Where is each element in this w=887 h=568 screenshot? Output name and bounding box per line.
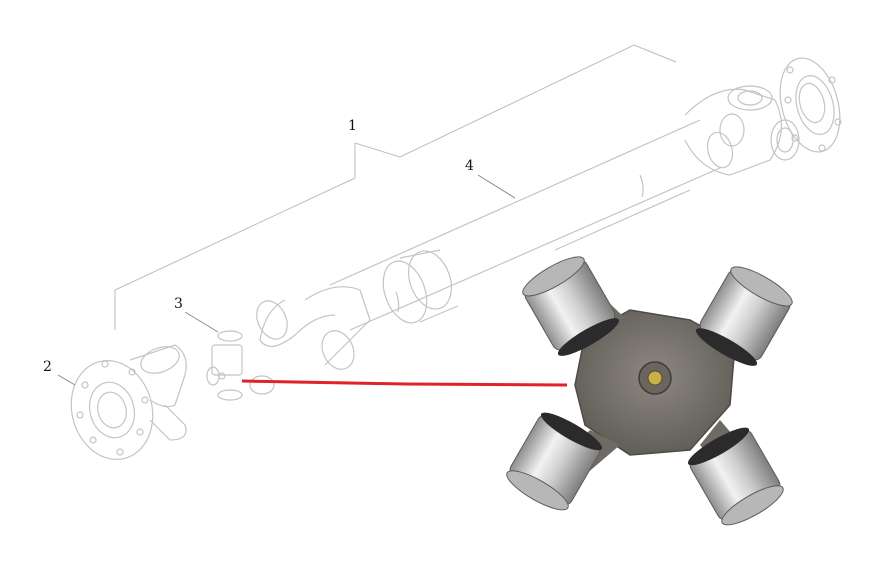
callout-label-3: 3 [174, 296, 183, 312]
highlight-connector-line [241, 379, 568, 387]
callout-label-2: 2 [43, 359, 52, 375]
bearing-cap-top-right [695, 266, 793, 366]
leader-line-4 [477, 174, 516, 199]
assembly-bracket [114, 44, 677, 330]
bearing-cap-bottom-left [506, 412, 603, 511]
callout-label-1: 1 [348, 118, 357, 134]
leader-line-3 [184, 311, 219, 333]
universal-joint-cross-photo [506, 256, 793, 526]
leader-lines [57, 174, 516, 386]
leader-line-2 [57, 374, 76, 386]
bearing-cap-bottom-right [687, 427, 784, 526]
callout-label-4: 4 [465, 158, 474, 174]
bearing-cap-top-left [522, 256, 620, 356]
drive-shaft-line-art [70, 57, 842, 460]
